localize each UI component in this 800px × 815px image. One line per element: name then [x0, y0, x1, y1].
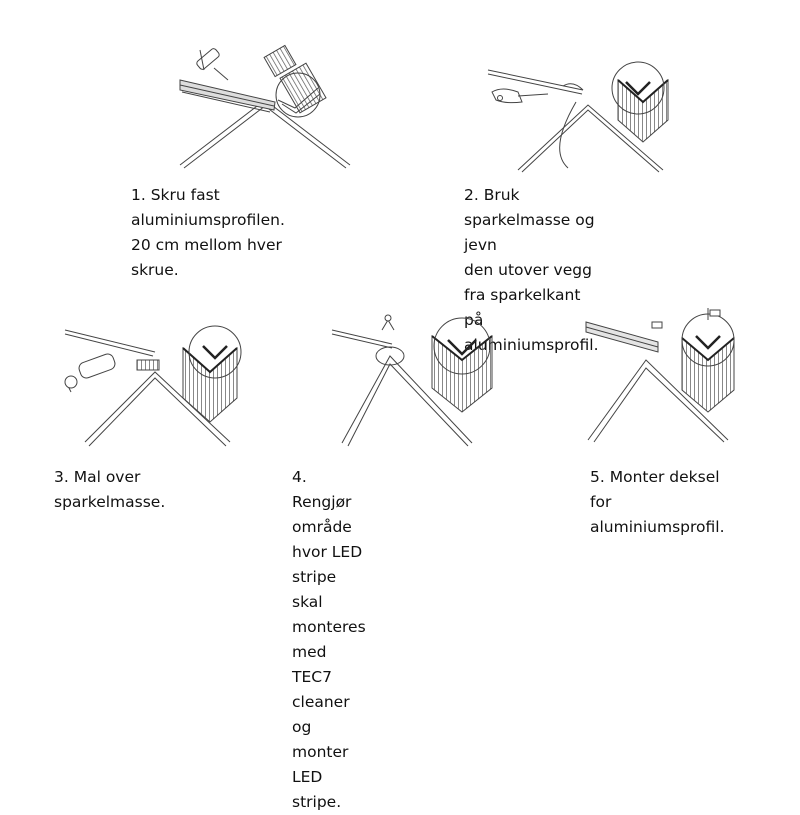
- step-1-illustration: [170, 40, 380, 175]
- step-3-illustration: [45, 312, 260, 450]
- screwdriver-icon: [196, 48, 229, 81]
- step-4-illustration: [322, 308, 532, 448]
- step-5-caption: 5. Monter deksel for aluminiumsprofil.: [590, 468, 725, 536]
- led-cleaner-icon: [381, 314, 395, 331]
- step-5-illustration: [578, 300, 778, 445]
- step-3-caption: 3. Mal over sparkelmasse.: [54, 468, 166, 511]
- step-1-caption: 1. Skru fast aluminiumsprofilen. 20 cm m…: [131, 186, 285, 279]
- cover-clip-icon: [651, 308, 721, 329]
- step-2-caption: 2. Bruk sparkelmasse og jevn den utover …: [464, 186, 599, 354]
- step-2-illustration: [478, 40, 693, 175]
- paint-roller-icon: [64, 353, 116, 393]
- spatula-icon: [491, 88, 549, 104]
- step-4-caption: 4. Rengjør område hvor LED stripe skal m…: [292, 468, 366, 811]
